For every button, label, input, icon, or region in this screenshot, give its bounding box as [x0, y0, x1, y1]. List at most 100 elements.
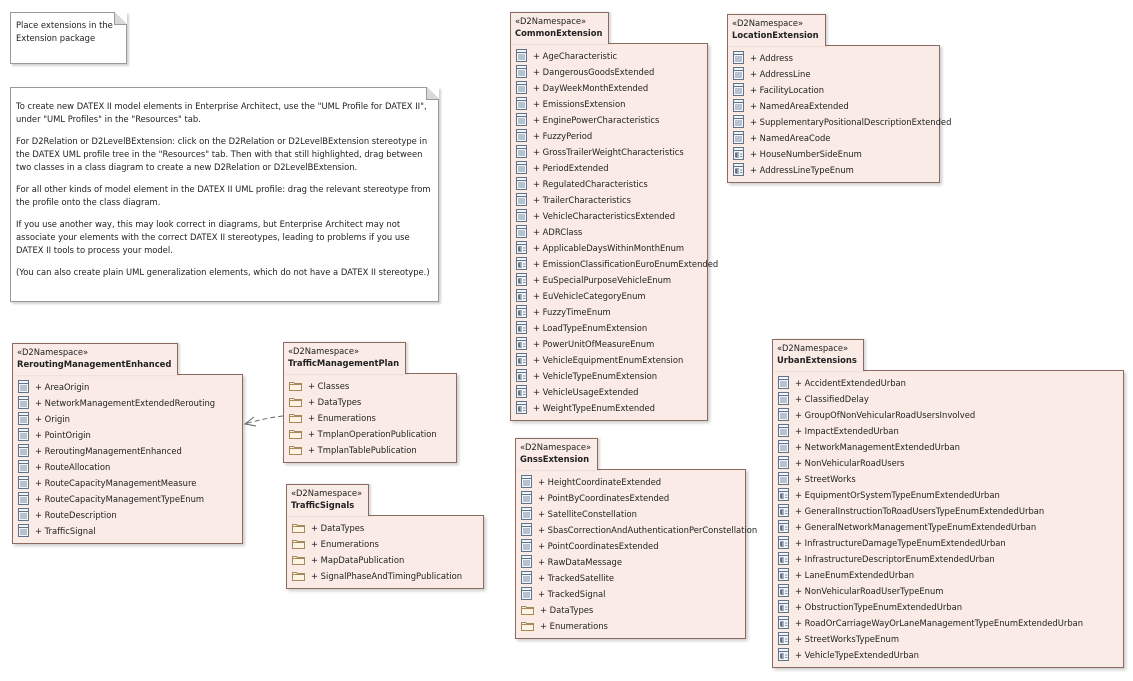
package-item[interactable]: + SbasCorrectionAndAuthenticationPerCons… — [521, 522, 757, 538]
package-item[interactable]: + SupplementaryPositionalDescriptionExte… — [733, 114, 951, 130]
package-item[interactable]: + NetworkManagementExtendedUrban — [778, 439, 1118, 455]
package-item[interactable]: + GroupOfNonVehicularRoadUsersInvolved — [778, 407, 1118, 423]
package-item[interactable]: + Origin — [18, 411, 237, 427]
package-item[interactable]: + EnginePowerCharacteristics — [516, 112, 702, 128]
package-item[interactable]: + TmplanTablePublication — [289, 442, 451, 458]
package-item[interactable]: E+ VehicleUsageExtended — [516, 384, 702, 400]
package-item[interactable]: + AgeCharacteristic — [516, 48, 702, 64]
package-item-label: + ImpactExtendedUrban — [795, 425, 899, 436]
package-item[interactable]: E+ AddressLineTypeEnum — [733, 162, 934, 178]
package-item[interactable]: + VehicleCharacteristicsExtended — [516, 208, 702, 224]
package-item[interactable]: + PointOrigin — [18, 427, 237, 443]
package-item[interactable]: + NetworkManagementExtendedRerouting — [18, 395, 237, 411]
package-item[interactable]: + DataTypes — [292, 520, 478, 536]
package-item[interactable]: E+ ApplicableDaysWithinMonthEnum — [516, 240, 702, 256]
package-item[interactable]: + TrackedSatellite — [521, 570, 740, 586]
svg-text:E: E — [780, 653, 785, 661]
package-item[interactable]: + AddressLine — [733, 66, 934, 82]
package-item[interactable]: E+ NonVehicularRoadUserTypeEnum — [778, 583, 1118, 599]
package-item[interactable]: E+ WeightTypeEnumExtended — [516, 400, 702, 416]
package-item[interactable]: + RouteDescription — [18, 507, 237, 523]
note-instructions[interactable]: To create new DATEX II model elements in… — [10, 87, 439, 302]
package-item-label: + NetworkManagementExtendedUrban — [795, 441, 960, 452]
package-item[interactable]: + NamedAreaCode — [733, 130, 934, 146]
package-item[interactable]: + Enumerations — [521, 618, 740, 634]
package-item[interactable]: E+ EuSpecialPurposeVehicleEnum — [516, 272, 702, 288]
package-stereotype: «D2Namespace» — [17, 347, 89, 357]
package-item[interactable]: E+ ObstructionTypeEnumExtendedUrban — [778, 599, 1118, 615]
package-item[interactable]: E+ VehicleTypeExtendedUrban — [778, 647, 1118, 663]
package-item[interactable]: + TrafficSignal — [18, 523, 237, 539]
package-item[interactable]: E+ PowerUnitOfMeasureEnum — [516, 336, 702, 352]
package-item[interactable]: E+ EquipmentOrSystemTypeEnumExtendedUrba… — [778, 487, 1118, 503]
package-item[interactable]: E+ LaneEnumExtendedUrban — [778, 567, 1118, 583]
package-item[interactable]: + GrossTrailerWeightCharacteristics — [516, 144, 702, 160]
package-item[interactable]: E+ LoadTypeEnumExtension — [516, 320, 702, 336]
package-item[interactable]: + PeriodExtended — [516, 160, 702, 176]
package-item[interactable]: + ClassifiedDelay — [778, 391, 1118, 407]
package-item[interactable]: + RouteCapacityManagementTypeEnum — [18, 491, 237, 507]
package-item-label: + LoadTypeEnumExtension — [533, 322, 648, 333]
class-icon — [18, 524, 35, 538]
package-tab: «D2Namespace» TrafficManagementPlan — [283, 342, 407, 374]
package-item[interactable]: + NonVehicularRoadUsers — [778, 455, 1118, 471]
package-item[interactable]: + DangerousGoodsExtended — [516, 64, 702, 80]
package-item[interactable]: E+ HouseNumberSideEnum — [733, 146, 934, 162]
package-item[interactable]: + DataTypes — [521, 602, 740, 618]
package-item[interactable]: + FacilityLocation — [733, 82, 934, 98]
package-item[interactable]: E+ EuVehicleCategoryEnum — [516, 288, 702, 304]
note-place-extensions[interactable]: Place extensions in the Extension packag… — [10, 12, 127, 64]
package-item[interactable]: + ImpactExtendedUrban — [778, 423, 1118, 439]
package-item[interactable]: + AreaOrigin — [18, 379, 237, 395]
package-item[interactable]: E+ FuzzyTimeEnum — [516, 304, 702, 320]
package-item[interactable]: + RegulatedCharacteristics — [516, 176, 702, 192]
package-gnss-extension[interactable]: «D2Namespace» GnssExtension + HeightCoor… — [515, 437, 757, 639]
package-item[interactable]: E+ GeneralInstructionToRoadUsersTypeEnum… — [778, 503, 1118, 519]
package-traffic-management-plan[interactable]: «D2Namespace» TrafficManagementPlan + Cl… — [283, 341, 457, 463]
package-item[interactable]: E+ StreetWorksTypeEnum — [778, 631, 1118, 647]
package-item[interactable]: + Enumerations — [292, 536, 478, 552]
package-item[interactable]: + Address — [733, 50, 934, 66]
enumeration-icon: E — [778, 584, 795, 598]
package-item[interactable]: + HeightCoordinateExtended — [521, 474, 740, 490]
package-item[interactable]: + TrailerCharacteristics — [516, 192, 702, 208]
package-item-label: + GeneralNetworkManagementTypeEnumExtend… — [795, 521, 1037, 532]
package-urban-extensions[interactable]: «D2Namespace» UrbanExtensions + Accident… — [772, 338, 1124, 668]
package-item[interactable]: + PointByCoordinatesExtended — [521, 490, 740, 506]
package-item[interactable]: + MapDataPublication — [292, 552, 478, 568]
package-common-extension[interactable]: «D2Namespace» CommonExtension + AgeChara… — [510, 11, 718, 421]
package-rerouting-management-enhanced[interactable]: «D2Namespace» ReroutingManagementEnhance… — [12, 342, 243, 544]
package-item[interactable]: E+ InfrastructureDescriptorEnumExtendedU… — [778, 551, 1118, 567]
package-item[interactable]: + AccidentExtendedUrban — [778, 375, 1118, 391]
package-item[interactable]: E+ VehicleEquipmentEnumExtension — [516, 352, 702, 368]
package-item[interactable]: E+ RoadOrCarriageWayOrLaneManagementType… — [778, 615, 1118, 631]
package-item[interactable]: E+ GeneralNetworkManagementTypeEnumExten… — [778, 519, 1118, 535]
package-item[interactable]: + Enumerations — [289, 410, 451, 426]
package-item[interactable]: + TrackedSignal — [521, 586, 740, 602]
package-item[interactable]: E+ InfrastructureDamageTypeEnumExtendedU… — [778, 535, 1118, 551]
package-name: CommonExtension — [515, 27, 603, 38]
package-item[interactable]: + TmplanOperationPublication — [289, 426, 451, 442]
package-traffic-signals[interactable]: «D2Namespace» TrafficSignals + DataTypes… — [286, 483, 484, 589]
package-item[interactable]: + DataTypes — [289, 394, 451, 410]
package-item[interactable]: + RouteAllocation — [18, 459, 237, 475]
package-item[interactable]: + RouteCapacityManagementMeasure — [18, 475, 237, 491]
package-item-label: + SupplementaryPositionalDescriptionExte… — [750, 116, 952, 127]
package-item[interactable]: + Classes — [289, 378, 451, 394]
package-item[interactable]: E+ VehicleTypeEnumExtension — [516, 368, 702, 384]
package-item[interactable]: E+ EmissionClassificationEuroEnumExtende… — [516, 256, 718, 272]
package-item[interactable]: + EmissionsExtension — [516, 96, 702, 112]
package-item[interactable]: + DayWeekMonthExtended — [516, 80, 702, 96]
package-item[interactable]: + RawDataMessage — [521, 554, 740, 570]
package-item[interactable]: + FuzzyPeriod — [516, 128, 702, 144]
package-item-label: + EuVehicleCategoryEnum — [533, 290, 646, 301]
package-item[interactable]: + ADRClass — [516, 224, 702, 240]
package-item[interactable]: + StreetWorks — [778, 471, 1118, 487]
package-item[interactable]: + SatelliteConstellation — [521, 506, 740, 522]
package-item-label: + InfrastructureDescriptorEnumExtendedUr… — [795, 553, 995, 564]
package-location-extension[interactable]: «D2Namespace» LocationExtension + Addres… — [727, 13, 951, 183]
package-item[interactable]: + SignalPhaseAndTimingPublication — [292, 568, 478, 584]
package-item[interactable]: + NamedAreaExtended — [733, 98, 934, 114]
package-item[interactable]: + PointCoordinatesExtended — [521, 538, 740, 554]
package-item[interactable]: + ReroutingManagementEnhanced — [18, 443, 237, 459]
